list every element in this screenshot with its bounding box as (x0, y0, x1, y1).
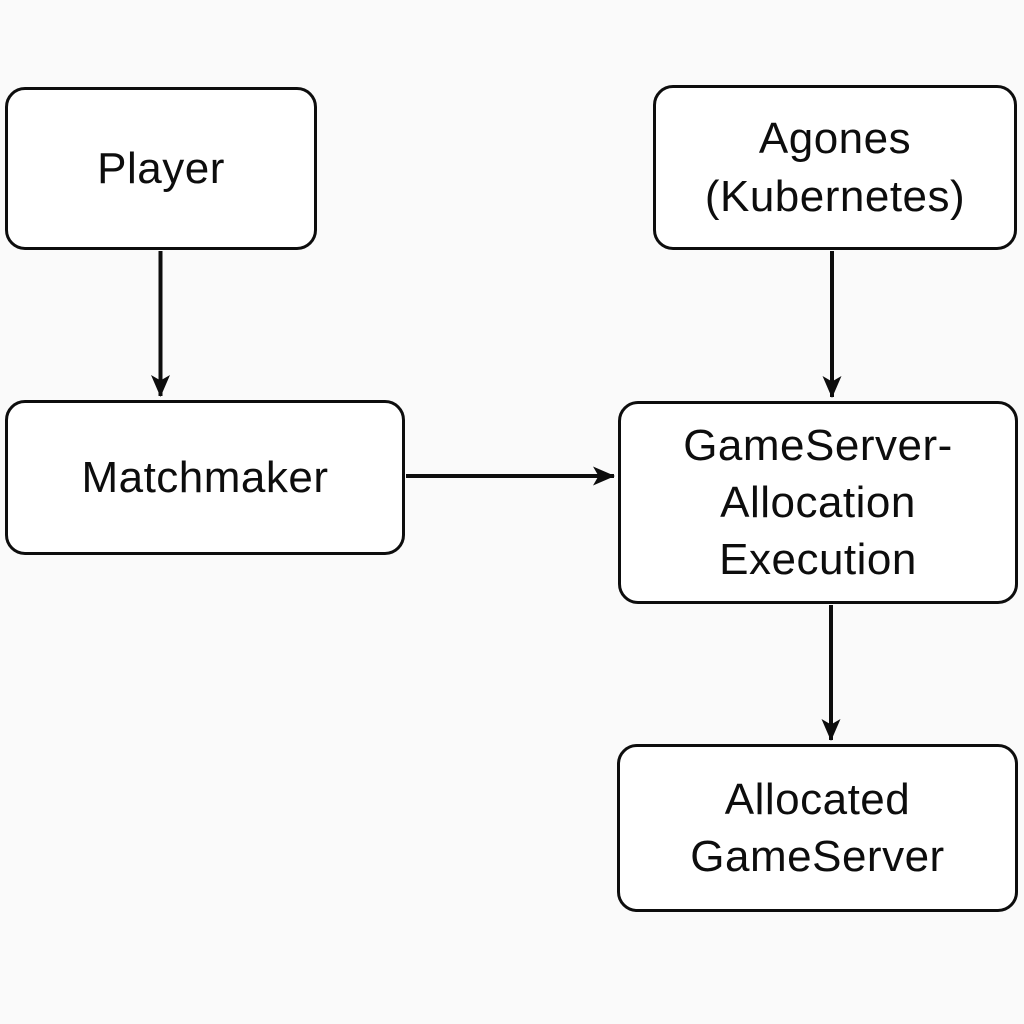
node-gameserver-allocation-execution-label: GameServer- Allocation Execution (683, 420, 953, 585)
node-player-label: Player (97, 143, 225, 193)
node-allocated-gameserver: Allocated GameServer (617, 744, 1018, 912)
node-player: Player (5, 87, 317, 250)
node-agones-kubernetes: Agones (Kubernetes) (653, 85, 1017, 250)
node-gameserver-allocation-execution: GameServer- Allocation Execution (618, 401, 1018, 604)
node-matchmaker-label: Matchmaker (81, 452, 329, 502)
node-allocated-gameserver-label: Allocated GameServer (690, 774, 945, 881)
node-matchmaker: Matchmaker (5, 400, 405, 555)
node-agones-kubernetes-label: Agones (Kubernetes) (704, 114, 966, 221)
